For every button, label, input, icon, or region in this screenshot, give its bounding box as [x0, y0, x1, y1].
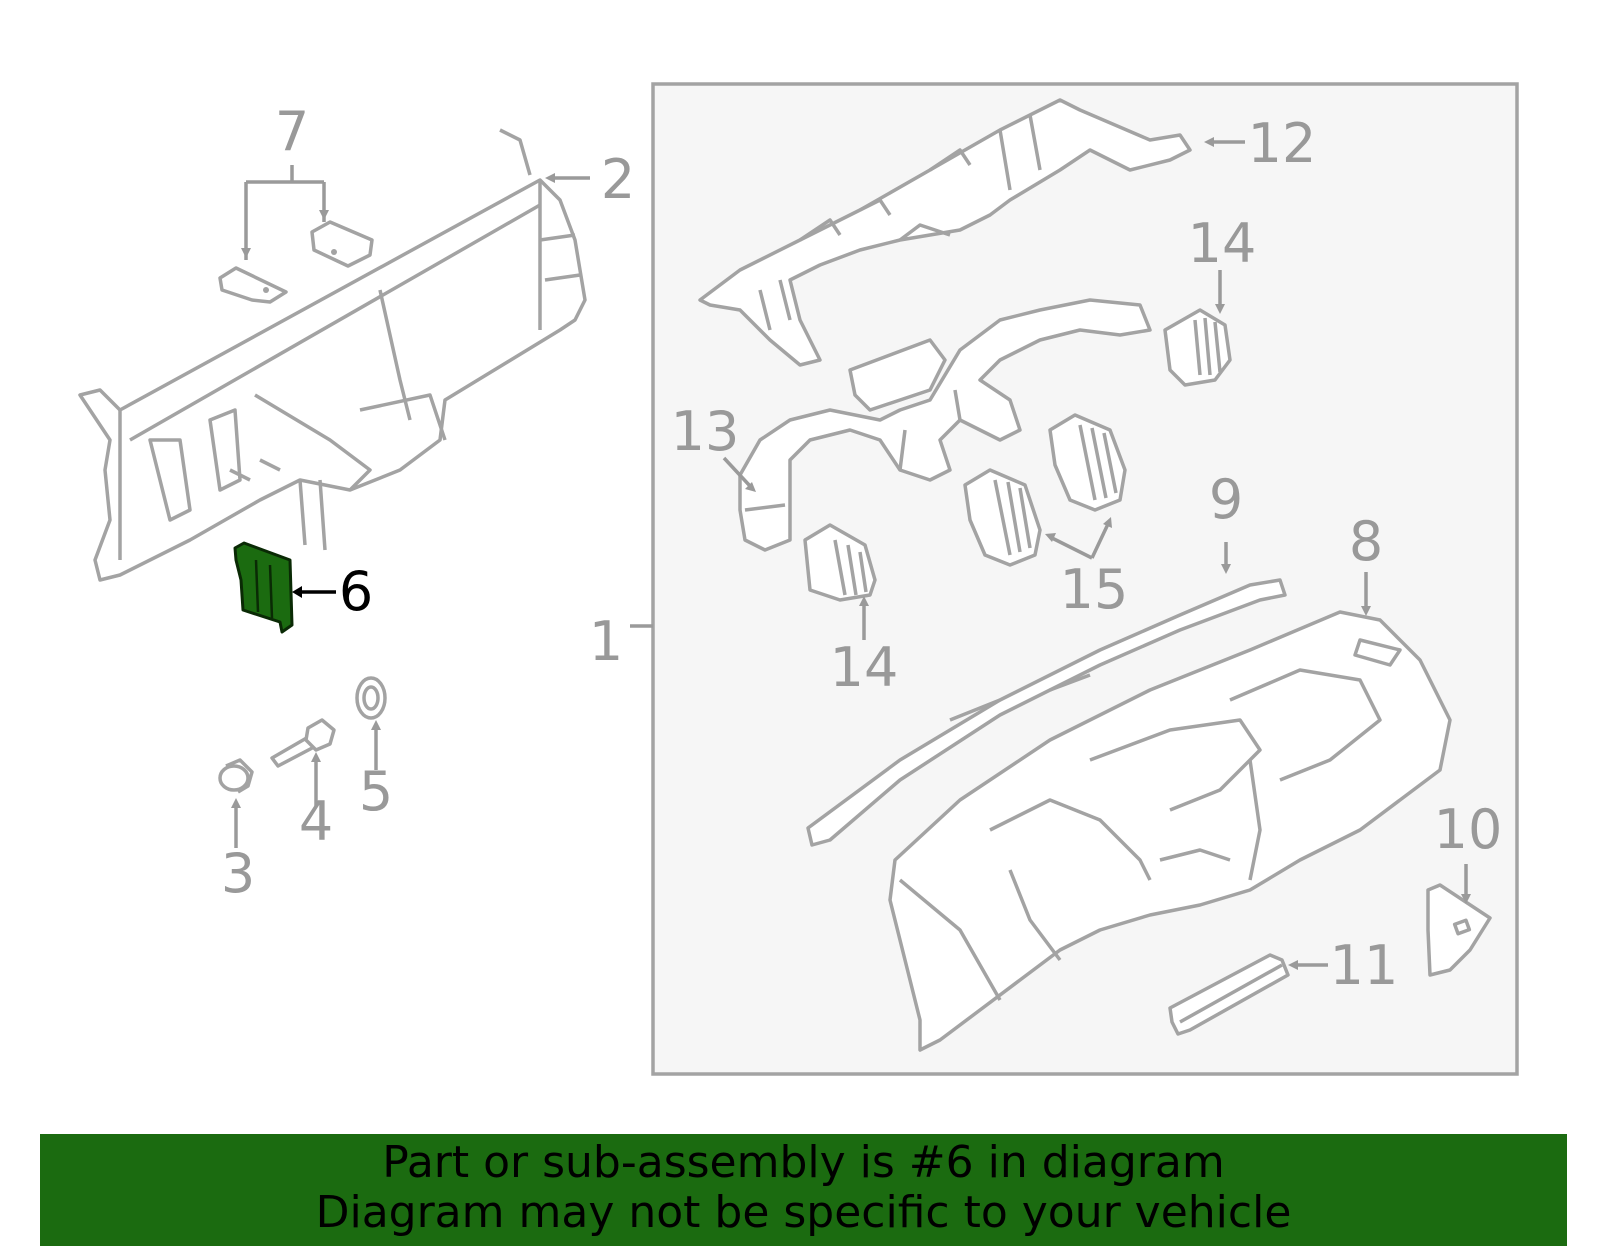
duct-part-12	[698, 98, 1192, 367]
washer-part-5	[355, 676, 387, 720]
info-banner: Part or sub-assembly is #6 in diagram Di…	[40, 1134, 1567, 1246]
callout-15: 15	[1060, 558, 1129, 621]
callout-4: 4	[299, 790, 333, 853]
callout-10: 10	[1434, 798, 1503, 861]
leader-lines	[231, 137, 1471, 970]
banner-line-1: Part or sub-assembly is #6 in diagram	[382, 1137, 1225, 1188]
cross-car-beam	[78, 128, 587, 582]
brace-part-6-highlighted	[233, 541, 294, 634]
callout-2: 2	[601, 148, 635, 211]
vent-part-14-upper	[1163, 308, 1232, 387]
instrument-panel-part-8	[888, 610, 1452, 1052]
callout-5: 5	[359, 760, 393, 823]
banner-line-2: Diagram may not be specific to your vehi…	[315, 1187, 1292, 1238]
bolt-part-4	[270, 718, 336, 768]
callout-7: 7	[275, 100, 309, 163]
callout-11: 11	[1330, 934, 1399, 997]
trim-part-10	[1426, 883, 1492, 977]
vent-part-15	[963, 413, 1127, 567]
callout-3: 3	[221, 842, 255, 905]
callout-13: 13	[671, 400, 740, 463]
callout-1: 1	[589, 610, 623, 673]
callout-9: 9	[1209, 468, 1243, 531]
duct-part-13	[738, 298, 1152, 552]
defrost-panel-part-9	[806, 578, 1287, 847]
callout-6: 6	[339, 560, 373, 623]
vent-part-14-lower	[803, 523, 877, 602]
callout-14-lower: 14	[830, 636, 899, 699]
nut-part-3	[218, 758, 254, 794]
strip-part-11	[1168, 953, 1290, 1036]
callout-12: 12	[1248, 112, 1317, 175]
bracket-part-7	[218, 220, 374, 304]
callout-8: 8	[1349, 510, 1383, 573]
callout-14-upper: 14	[1188, 212, 1257, 275]
